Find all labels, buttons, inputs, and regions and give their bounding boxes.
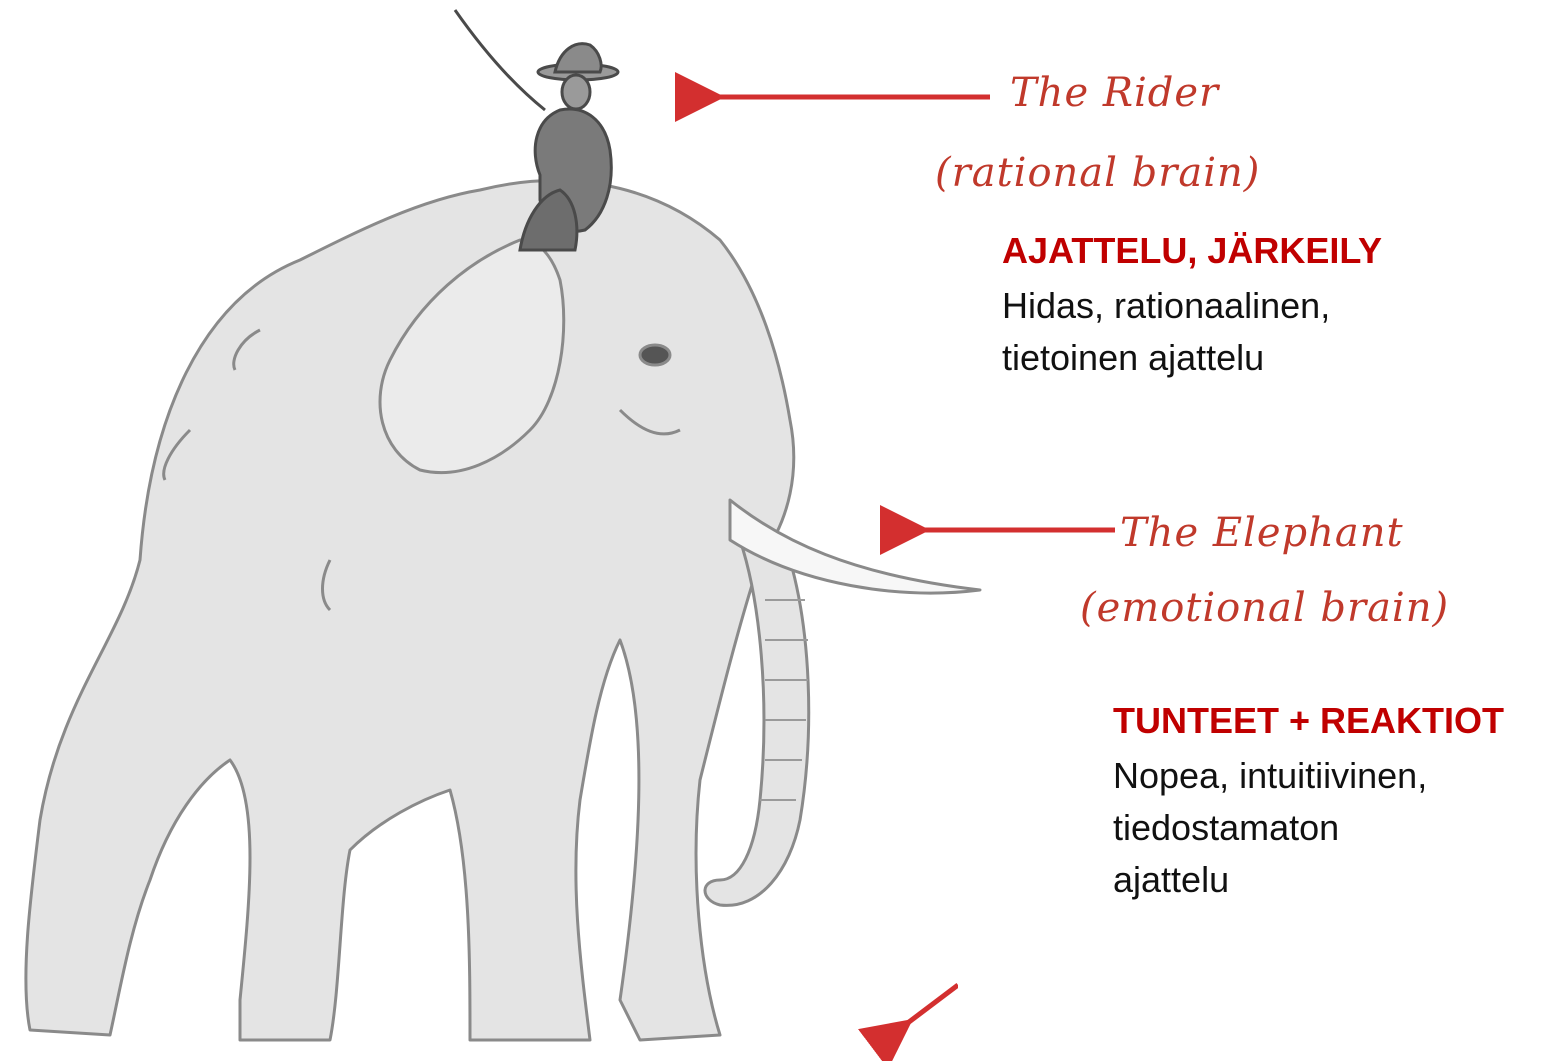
elephant-drawing — [26, 181, 980, 1040]
rider-sublabel: (rational brain) — [935, 150, 1260, 196]
bottom-arrow — [905, 985, 958, 1025]
elephant-heading: TUNTEET + REAKTIOT — [1113, 700, 1504, 742]
elephant-sublabel: (emotional brain) — [1080, 585, 1449, 631]
elephant-body-line: tiedostamaton — [1113, 802, 1427, 854]
rider-body-line: tietoinen ajattelu — [1002, 332, 1330, 384]
elephant-body-line: ajattelu — [1113, 854, 1427, 906]
elephant-body: Nopea, intuitiivinen, tiedostamaton ajat… — [1113, 750, 1427, 906]
rider-body-line: Hidas, rationaalinen, — [1002, 280, 1330, 332]
rider-heading: AJATTELU, JÄRKEILY — [1002, 230, 1382, 272]
rider-label: The Rider — [1010, 70, 1219, 116]
rider-body: Hidas, rationaalinen, tietoinen ajattelu — [1002, 280, 1330, 384]
elephant-label: The Elephant — [1120, 510, 1404, 556]
elephant-body-line: Nopea, intuitiivinen, — [1113, 750, 1427, 802]
